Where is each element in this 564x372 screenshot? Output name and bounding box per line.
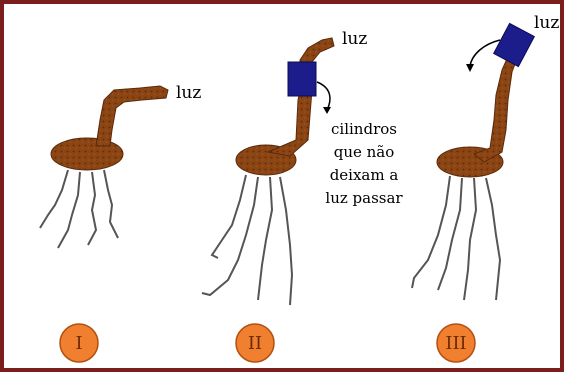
panel-3-cylinder (494, 23, 535, 66)
cylinder-caption: cilindros que não deixam a luz passar (325, 120, 403, 207)
badge-1: I (60, 324, 98, 362)
badge-2-label: II (248, 333, 262, 354)
panel-3: luz (412, 13, 559, 300)
badge-1-label: I (75, 333, 82, 354)
badge-3: III (437, 324, 475, 362)
panel-2-stem (268, 38, 334, 156)
panel-2-roots (202, 175, 292, 305)
panel-3-stem (474, 52, 518, 162)
badge-2: II (236, 324, 274, 362)
panel-3-roots (412, 176, 500, 300)
panel-2-arrowhead-icon (323, 107, 331, 114)
panel-1: luz (40, 83, 201, 248)
badge-3-label: III (445, 333, 466, 354)
cylinder-caption-line-3: deixam a (330, 166, 399, 184)
panel-2-cylinder (288, 62, 316, 96)
cylinder-caption-line-4: luz passar (325, 189, 403, 207)
cylinder-caption-line-1: cilindros (331, 120, 397, 138)
panel-3-arrowhead-icon (466, 64, 474, 72)
panel-2-light-label: luz (342, 29, 367, 49)
panel-1-seed (51, 138, 123, 170)
panel-1-light-label: luz (176, 83, 201, 103)
panel-2: luz cilindros que não deixam a luz passa… (202, 29, 403, 305)
panel-3-light-label: luz (534, 13, 559, 33)
panel-1-stem (96, 86, 168, 146)
cylinder-caption-line-2: que não (334, 143, 395, 161)
panel-2-arrow-icon (317, 82, 330, 110)
panel-1-roots (40, 170, 118, 248)
